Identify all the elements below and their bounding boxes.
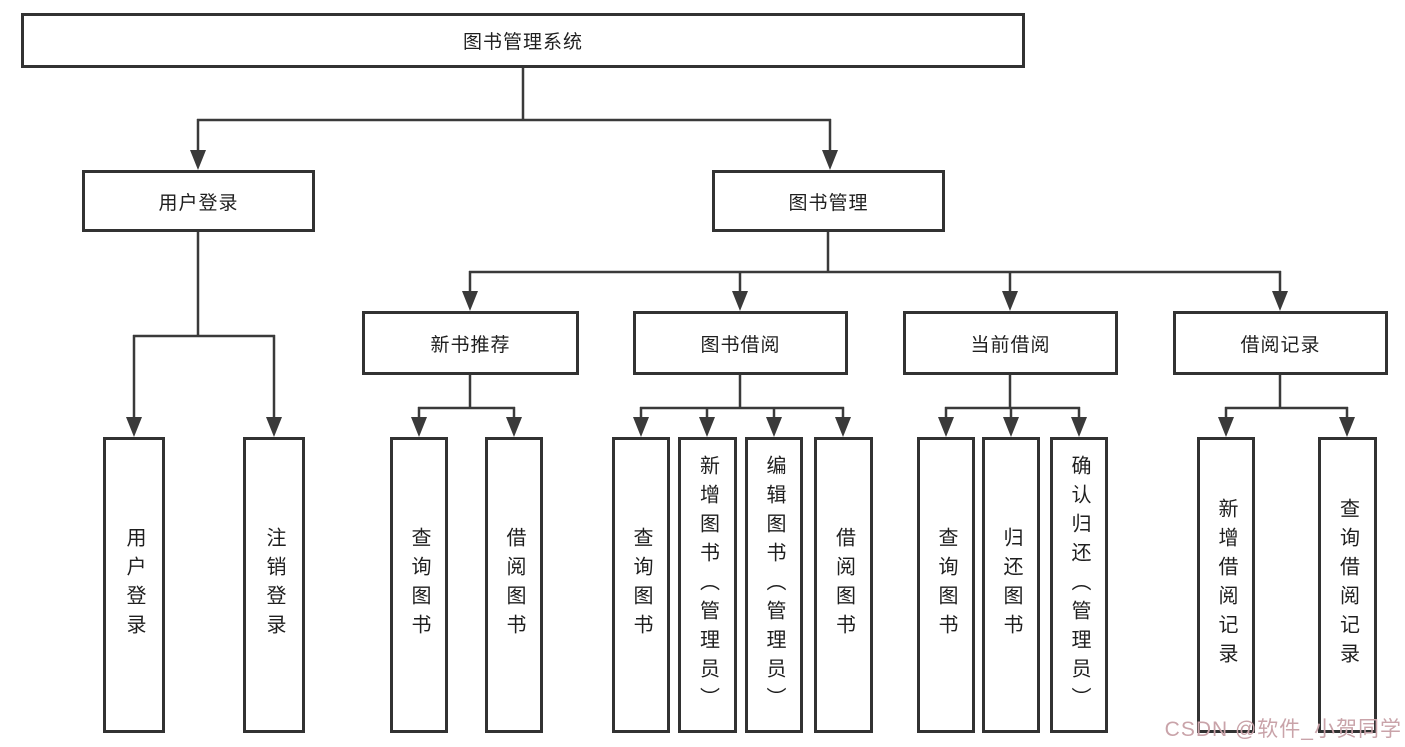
connector-currentborrow-to-leaves bbox=[944, 375, 1081, 419]
arrow-down-icon bbox=[766, 417, 782, 437]
leaf-confirm-return-admin: 确认归还（管理员） bbox=[1050, 437, 1108, 733]
arrow-down-icon bbox=[938, 417, 954, 437]
node-label: 用户登录 bbox=[158, 192, 239, 214]
leaf-query-books: 查询图书 bbox=[917, 437, 975, 733]
leaf-edit-books-admin: 编辑图书（管理员） bbox=[745, 437, 803, 733]
node-label: 借阅记录 bbox=[1240, 334, 1321, 356]
arrow-down-icon bbox=[822, 150, 838, 170]
arrow-down-icon bbox=[462, 291, 478, 311]
leaf-label: 新增借阅记录 bbox=[1215, 498, 1237, 672]
leaf-label: 查询图书 bbox=[935, 527, 957, 643]
leaf-add-books-admin: 新增图书（管理员） bbox=[678, 437, 737, 733]
leaf-label: 借阅图书 bbox=[503, 527, 525, 643]
leaf-user-login: 用户登录 bbox=[103, 437, 165, 733]
node-book-borrowing: 图书借阅 bbox=[633, 311, 848, 375]
arrow-down-icon bbox=[633, 417, 649, 437]
connector-root-to-level2 bbox=[196, 68, 832, 152]
leaf-label: 编辑图书（管理员） bbox=[763, 454, 785, 716]
arrowheads bbox=[126, 150, 1355, 437]
arrow-down-icon bbox=[506, 417, 522, 437]
arrow-down-icon bbox=[1272, 291, 1288, 311]
node-root-system: 图书管理系统 bbox=[21, 13, 1025, 68]
arrow-down-icon bbox=[1218, 417, 1234, 437]
leaf-label: 借阅图书 bbox=[832, 527, 855, 643]
node-label: 图书管理系统 bbox=[462, 32, 583, 53]
node-label: 图书借阅 bbox=[700, 334, 781, 356]
node-borrowing-records: 借阅记录 bbox=[1173, 311, 1388, 375]
connector-bookborrow-to-leaves bbox=[639, 375, 845, 419]
leaf-query-borrow-record: 查询借阅记录 bbox=[1318, 437, 1377, 733]
node-user-login: 用户登录 bbox=[82, 170, 315, 232]
leaf-label: 注销登录 bbox=[263, 527, 285, 643]
arrow-down-icon bbox=[1002, 291, 1018, 311]
connector-newbookrec-to-leaves bbox=[417, 375, 516, 419]
arrow-down-icon bbox=[126, 417, 142, 437]
leaf-label: 确认归还（管理员） bbox=[1068, 454, 1090, 716]
arrow-down-icon bbox=[411, 417, 427, 437]
arrow-down-icon bbox=[190, 150, 206, 170]
leaf-query-books: 查询图书 bbox=[612, 437, 670, 733]
csdn-watermark: CSDN @软件_小贺同学 bbox=[1164, 718, 1402, 741]
arrow-down-icon bbox=[1071, 417, 1087, 437]
arrow-down-icon bbox=[1003, 417, 1019, 437]
arrow-down-icon bbox=[835, 417, 851, 437]
arrow-down-icon bbox=[732, 291, 748, 311]
leaf-query-books: 查询图书 bbox=[390, 437, 448, 733]
leaf-label: 查询图书 bbox=[630, 527, 652, 643]
leaf-label: 新增图书（管理员） bbox=[696, 454, 719, 716]
node-current-borrowing: 当前借阅 bbox=[903, 311, 1118, 375]
node-book-management: 图书管理 bbox=[712, 170, 945, 232]
leaf-label: 查询借阅记录 bbox=[1336, 498, 1359, 672]
connector-userlogin-to-leaves bbox=[132, 232, 276, 419]
leaf-label: 归还图书 bbox=[1000, 527, 1022, 643]
leaf-label: 用户登录 bbox=[123, 527, 145, 643]
leaf-borrow-books: 借阅图书 bbox=[485, 437, 543, 733]
node-label: 新书推荐 bbox=[430, 334, 511, 356]
connector-bookmgmt-to-level3 bbox=[468, 232, 1282, 293]
leaf-return-books: 归还图书 bbox=[982, 437, 1040, 733]
arrow-down-icon bbox=[1339, 417, 1355, 437]
leaf-label: 查询图书 bbox=[408, 527, 430, 643]
node-label: 图书管理 bbox=[788, 192, 869, 214]
leaf-borrow-books: 借阅图书 bbox=[814, 437, 873, 733]
arrow-down-icon bbox=[699, 417, 715, 437]
leaf-add-borrow-record: 新增借阅记录 bbox=[1197, 437, 1255, 733]
node-new-book-recommendation: 新书推荐 bbox=[362, 311, 579, 375]
connector-borrowrecords-to-leaves bbox=[1224, 375, 1349, 419]
node-label: 当前借阅 bbox=[970, 334, 1051, 356]
leaf-logout: 注销登录 bbox=[243, 437, 305, 733]
arrow-down-icon bbox=[266, 417, 282, 437]
